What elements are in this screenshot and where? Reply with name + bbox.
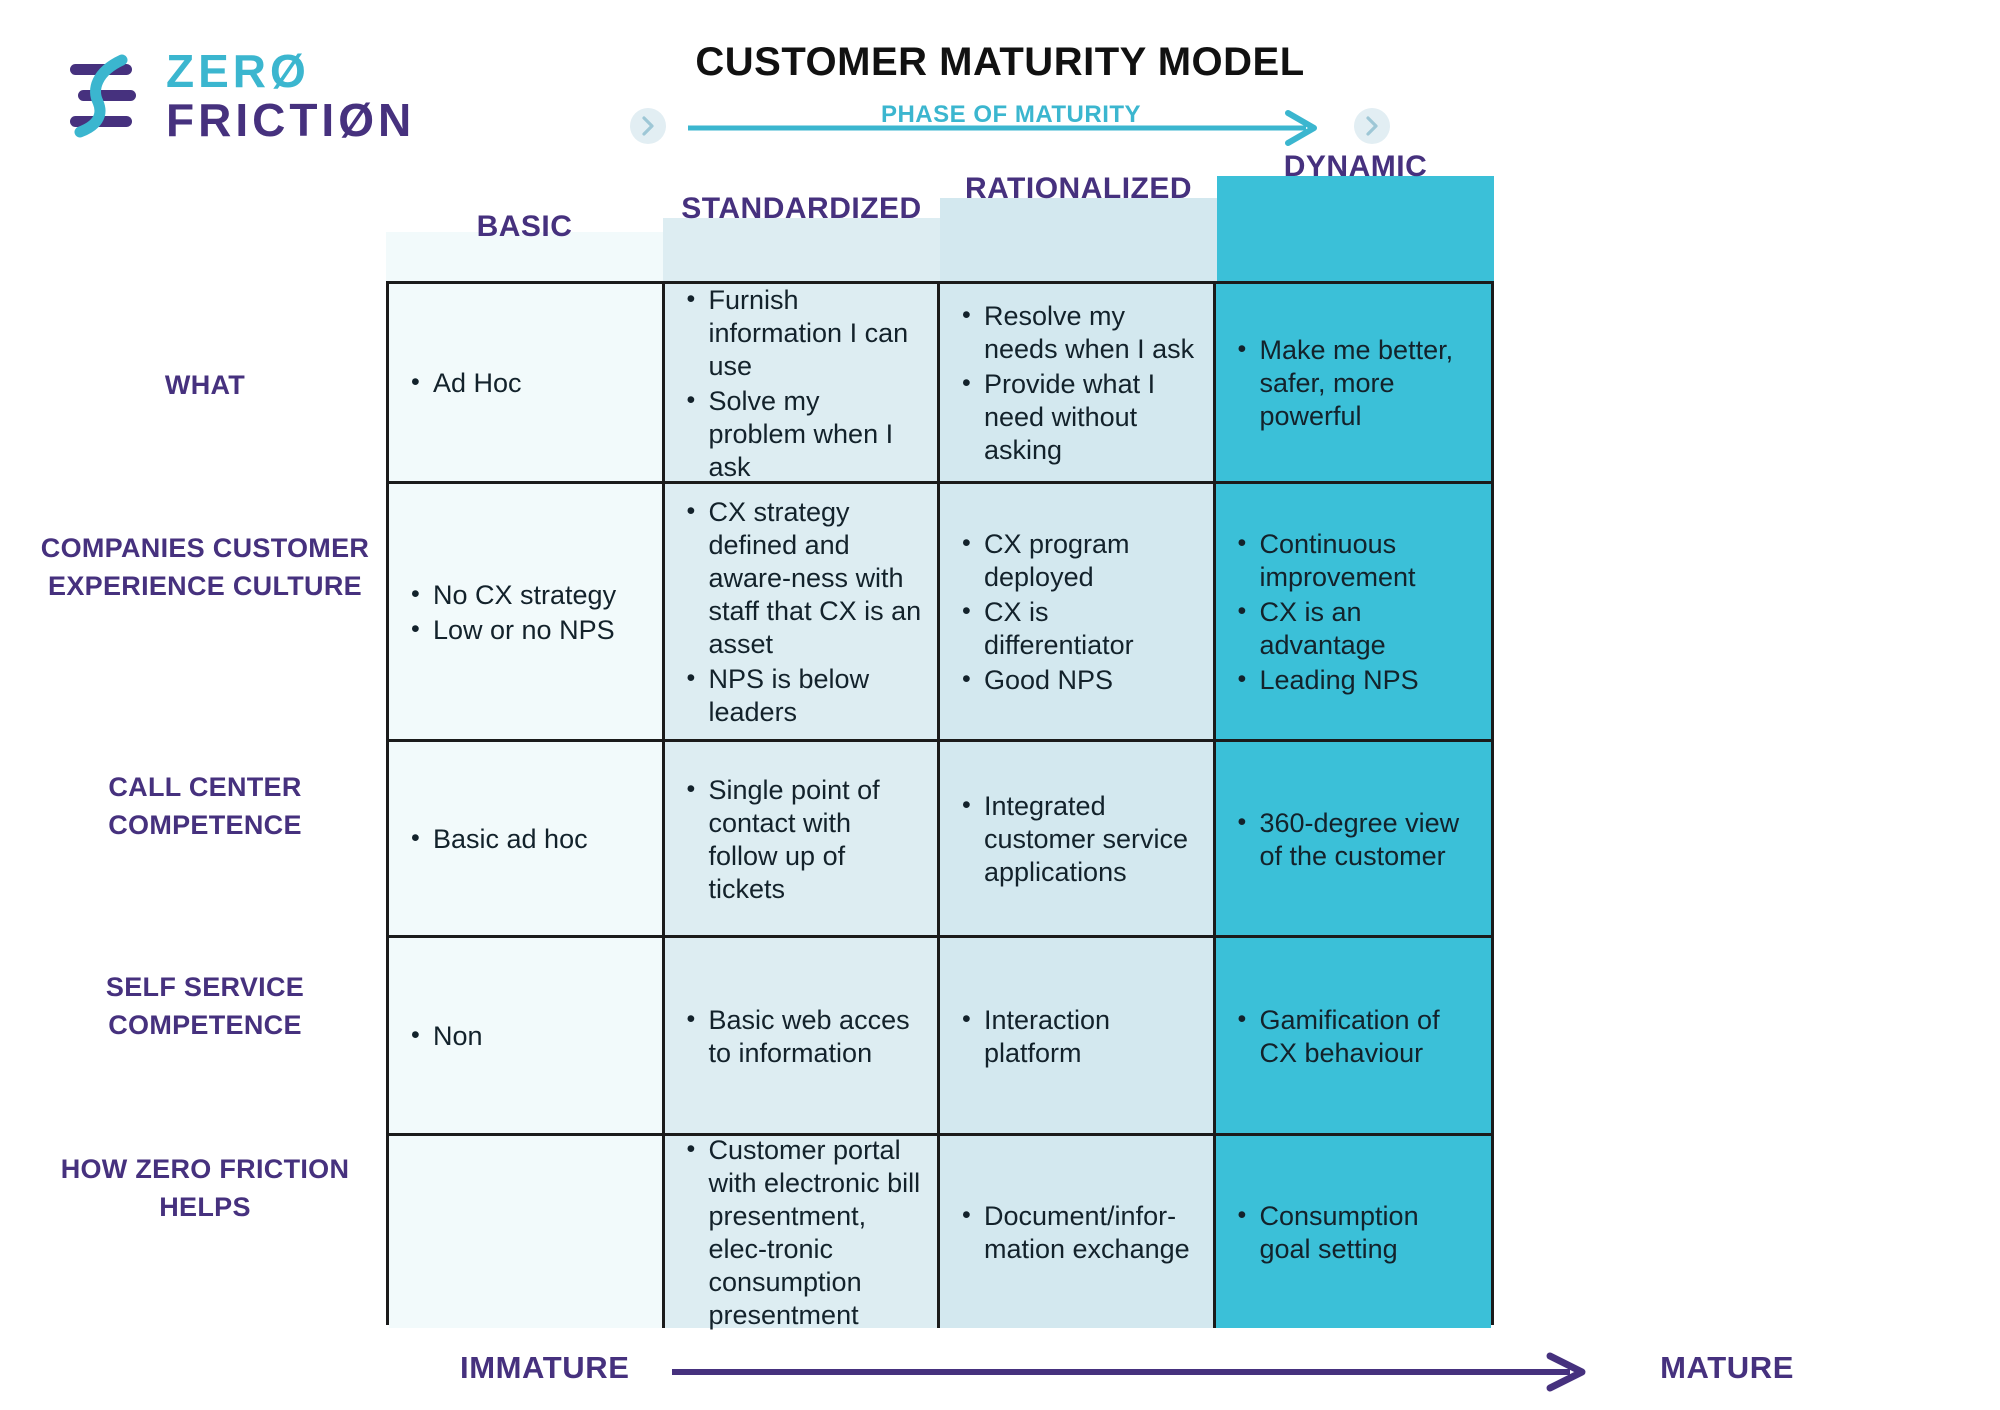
row-label-companies-customer-experience-culture: COMPANIES CUSTOMER EXPERIENCE CULTURE xyxy=(40,529,370,605)
matrix-cell: CX program deployedCX is differentiatorG… xyxy=(940,484,1216,742)
matrix-cell: Integrated customer service applications xyxy=(940,742,1216,938)
column-header-bar-rationalized xyxy=(940,198,1217,281)
matrix-cell-item: Ad Hoc xyxy=(407,366,648,400)
matrix-cell: Resolve my needs when I askProvide what … xyxy=(940,284,1216,484)
matrix-cell: Single point of contact with follow up o… xyxy=(664,742,940,938)
matrix-cell-item: Good NPS xyxy=(958,663,1199,697)
matrix-cell-list: Resolve my needs when I askProvide what … xyxy=(958,299,1199,467)
matrix-cell-item: Integrated customer service applications xyxy=(958,789,1199,889)
matrix-cell-item: Furnish information I can use xyxy=(683,283,924,383)
matrix-cell-item: No CX strategy xyxy=(407,578,648,612)
row-label-self-service-competence: SELF SERVICE COMPETENCE xyxy=(40,968,370,1044)
matrix-cell-list: Interaction platform xyxy=(958,1003,1199,1070)
arrow-right-icon xyxy=(688,110,1317,146)
matrix-cell: Gamification of CX behaviour xyxy=(1215,938,1491,1136)
matrix-cell: Furnish information I can useSolve my pr… xyxy=(664,283,940,484)
matrix-cell-list: Customer portal with electronic bill pre… xyxy=(683,1133,924,1332)
matrix-cell-item: Customer portal with electronic bill pre… xyxy=(683,1133,924,1332)
matrix-cell-item: CX strategy defined and aware-ness with … xyxy=(683,495,924,661)
matrix-cell-item: Resolve my needs when I ask xyxy=(958,299,1199,366)
matrix-cell-item: Provide what I need without asking xyxy=(958,367,1199,467)
brand-name-line1: ZERØ xyxy=(166,45,310,97)
page-title: CUSTOMER MATURITY MODEL xyxy=(695,40,1305,84)
matrix-cell-list: Non xyxy=(407,1019,648,1053)
matrix-cell: Basic web acces to information xyxy=(664,938,940,1136)
brand-name-line2: FRICTIØN xyxy=(166,94,416,146)
matrix-cell-list: Single point of contact with follow up o… xyxy=(683,773,924,906)
matrix-cell-list: Basic ad hoc xyxy=(407,822,648,856)
row-label-text: CALL CENTER COMPETENCE xyxy=(108,772,302,840)
matrix-cell-item: Leading NPS xyxy=(1234,663,1478,697)
maturity-scale-indicator: IMMATURE MATURE xyxy=(400,1348,1800,1398)
matrix-cell: Continuous improvementCX is an advantage… xyxy=(1215,484,1491,742)
brand-wordmark: ZERØ FRICTIØN xyxy=(166,48,415,146)
matrix-cell-list: Make me better, safer, more powerful xyxy=(1234,333,1478,433)
matrix-cell: Consumption goal setting xyxy=(1215,1136,1491,1328)
matrix-cell-item: Continuous improvement xyxy=(1234,527,1478,594)
row-label-how-zero-friction-helps: HOW ZERO FRICTION HELPS xyxy=(40,1150,370,1226)
column-header-bar-dynamic xyxy=(1217,176,1494,281)
matrix-cell-item: CX is an advantage xyxy=(1234,595,1478,662)
matrix-cell: Non xyxy=(389,938,665,1136)
column-header-bar-standardized xyxy=(663,218,940,281)
row-label-what: WHAT xyxy=(164,370,246,400)
matrix-cell-list: Gamification of CX behaviour xyxy=(1234,1003,1478,1070)
matrix-cell: No CX strategyLow or no NPS xyxy=(389,484,665,742)
phase-of-maturity-label: PHASE OF MATURITY xyxy=(880,101,1142,128)
matrix-cell-list: Ad Hoc xyxy=(407,366,648,400)
matrix-cell-item: CX program deployed xyxy=(958,527,1199,594)
matrix-cell-item: Basic ad hoc xyxy=(407,822,648,856)
matrix-cell: Interaction platform xyxy=(940,938,1216,1136)
matrix-cell: Customer portal with electronic bill pre… xyxy=(664,1133,940,1330)
matrix-cell: 360-degree view of the customer xyxy=(1215,742,1491,938)
column-label-standardized: STANDARDIZED xyxy=(681,192,922,225)
matrix-cell: Make me better, safer, more powerful xyxy=(1215,284,1491,484)
matrix-cell-item: Make me better, safer, more powerful xyxy=(1234,333,1478,433)
matrix-cell: Document/infor-mation exchange xyxy=(940,1136,1216,1328)
matrix-cell-list: 360-degree view of the customer xyxy=(1234,806,1478,873)
row-label-call-center-competence: CALL CENTER COMPETENCE xyxy=(40,768,370,844)
matrix-cell-item: Gamification of CX behaviour xyxy=(1234,1003,1478,1070)
zero-friction-logo-icon xyxy=(66,54,152,138)
matrix-cell-list: Continuous improvementCX is an advantage… xyxy=(1234,527,1478,697)
chevron-right-icon xyxy=(630,108,666,144)
matrix-cell: Ad Hoc xyxy=(389,284,665,484)
column-header-bar-basic xyxy=(386,232,663,281)
matrix-cell-item: Non xyxy=(407,1019,648,1053)
maturity-scale-left-label: IMMATURE xyxy=(460,1350,630,1385)
matrix-cell-item: Interaction platform xyxy=(958,1003,1199,1070)
maturity-matrix: Ad Hoc Furnish information I can useSolve… xyxy=(386,281,1494,1330)
matrix-cell-item: Basic web acces to information xyxy=(683,1003,924,1070)
matrix-cell-item: Single point of contact with follow up o… xyxy=(683,773,924,906)
row-label-text: HOW ZERO FRICTION HELPS xyxy=(60,1154,350,1222)
matrix-cell-item: CX is differentiator xyxy=(958,595,1199,662)
matrix-cell-list: Furnish information I can useSolve my pr… xyxy=(683,283,924,484)
matrix-cell-item: 360-degree view of the customer xyxy=(1234,806,1478,873)
matrix-cell-item: Low or no NPS xyxy=(407,613,648,647)
arrow-right-icon xyxy=(672,1352,1586,1392)
matrix-cell-list: Basic web acces to information xyxy=(683,1003,924,1070)
column-label-rationalized: RATIONALIZED xyxy=(964,172,1193,205)
phase-of-maturity-indicator: PHASE OF MATURITY xyxy=(630,101,1390,147)
matrix-cell-item: Solve my problem when I ask xyxy=(683,384,924,484)
matrix-cell-list: Document/infor-mation exchange xyxy=(958,1199,1199,1266)
matrix-cell-list: Consumption goal setting xyxy=(1234,1199,1478,1266)
matrix-cell-item: NPS is below leaders xyxy=(683,662,924,729)
matrix-cell-item: Document/infor-mation exchange xyxy=(958,1199,1199,1266)
matrix-cell: CX strategy defined and aware-ness with … xyxy=(664,484,940,742)
matrix-cell-list: CX program deployedCX is differentiatorG… xyxy=(958,527,1199,697)
chevron-right-icon xyxy=(1354,108,1390,144)
row-label-text: COMPANIES CUSTOMER EXPERIENCE CULTURE xyxy=(40,533,370,601)
matrix-cell: Basic ad hoc xyxy=(389,742,665,938)
brand-logo: ZERØ FRICTIØN xyxy=(66,48,411,146)
matrix-cell xyxy=(389,1136,665,1328)
matrix-cell-list: No CX strategyLow or no NPS xyxy=(407,578,648,647)
column-label-dynamic: DYNAMIC xyxy=(1283,150,1428,183)
maturity-scale-right-label: MATURE xyxy=(1660,1350,1794,1385)
matrix-cell-item: Consumption goal setting xyxy=(1234,1199,1478,1266)
matrix-cell-list: Integrated customer service applications xyxy=(958,789,1199,889)
matrix-cell-list: CX strategy defined and aware-ness with … xyxy=(683,495,924,729)
row-label-text: SELF SERVICE COMPETENCE xyxy=(105,972,305,1040)
column-label-basic: BASIC xyxy=(476,210,573,243)
